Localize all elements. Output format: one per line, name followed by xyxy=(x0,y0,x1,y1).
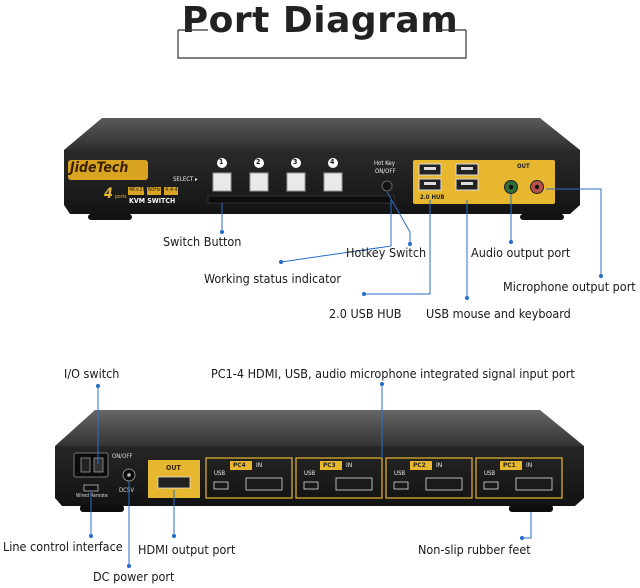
callout-audio-output: Audio output port xyxy=(471,245,571,260)
pc2-in-label: IN xyxy=(436,461,443,469)
pc2-label: PC2 xyxy=(413,461,426,469)
pc3-usb-label: USB xyxy=(304,470,316,477)
callout-line-control: Line control interface xyxy=(3,539,123,554)
pc4-in-label: IN xyxy=(256,461,263,469)
back-wired-remote: Wired Remote xyxy=(76,493,108,499)
page-title: Port Diagram xyxy=(181,0,459,41)
front-out-label: OUT xyxy=(517,163,530,170)
pc1-label: PC1 xyxy=(503,461,516,469)
badge-chroma: 4:4:4 xyxy=(165,187,178,193)
callout-pc-inputs: PC1-4 HDMI, USB, audio microphone integr… xyxy=(211,366,575,381)
pc4-label: PC4 xyxy=(233,461,246,469)
pc4-usb-label: USB xyxy=(214,470,226,477)
pc1-usb-label: USB xyxy=(484,470,496,477)
back-dc-label: DC5V xyxy=(119,487,135,494)
button-number-4: 4 xyxy=(330,158,335,166)
callout-switch-button: Switch Button xyxy=(163,234,242,249)
hotkey-label-2: ON/OFF xyxy=(375,168,396,175)
badge-resolution: 4K×2K xyxy=(129,187,146,193)
callout-dc-power: DC power port xyxy=(93,569,175,584)
button-number-3: 3 xyxy=(293,158,298,166)
callout-usb-mouse-keyboard: USB mouse and keyboard xyxy=(426,306,571,321)
callout-working-status: Working status indicator xyxy=(204,271,341,286)
callout-microphone-output: Microphone output port xyxy=(503,279,636,294)
callout-hdmi-output: HDMI output port xyxy=(138,542,236,557)
back-on-off: ON/OFF xyxy=(112,453,133,460)
pc1-in-label: IN xyxy=(526,461,533,469)
pc3-label: PC3 xyxy=(323,461,336,469)
callout-usb-hub: 2.0 USB HUB xyxy=(329,306,402,321)
ports-word: ports xyxy=(115,194,127,200)
pc2-usb-label: USB xyxy=(394,470,406,477)
ports-count: 4 xyxy=(104,186,113,202)
badge-refresh: 60Hz xyxy=(148,187,161,193)
model-name: KVM SWITCH xyxy=(129,197,176,205)
hotkey-label-1: Hot Key xyxy=(374,160,395,167)
callout-io-switch: I/O switch xyxy=(64,366,120,381)
back-out-label: OUT xyxy=(166,464,181,472)
usb-hub-label: 2.0 HUB xyxy=(420,194,445,201)
pc3-in-label: IN xyxy=(346,461,353,469)
button-number-2: 2 xyxy=(256,158,261,166)
brand-logo: JideTech xyxy=(70,160,129,176)
select-label: SELECT ▸ xyxy=(173,176,198,183)
callout-non-slip: Non-slip rubber feet xyxy=(418,542,531,557)
button-number-1: 1 xyxy=(219,158,224,166)
callout-hotkey-switch: Hotkey Switch xyxy=(346,245,427,260)
